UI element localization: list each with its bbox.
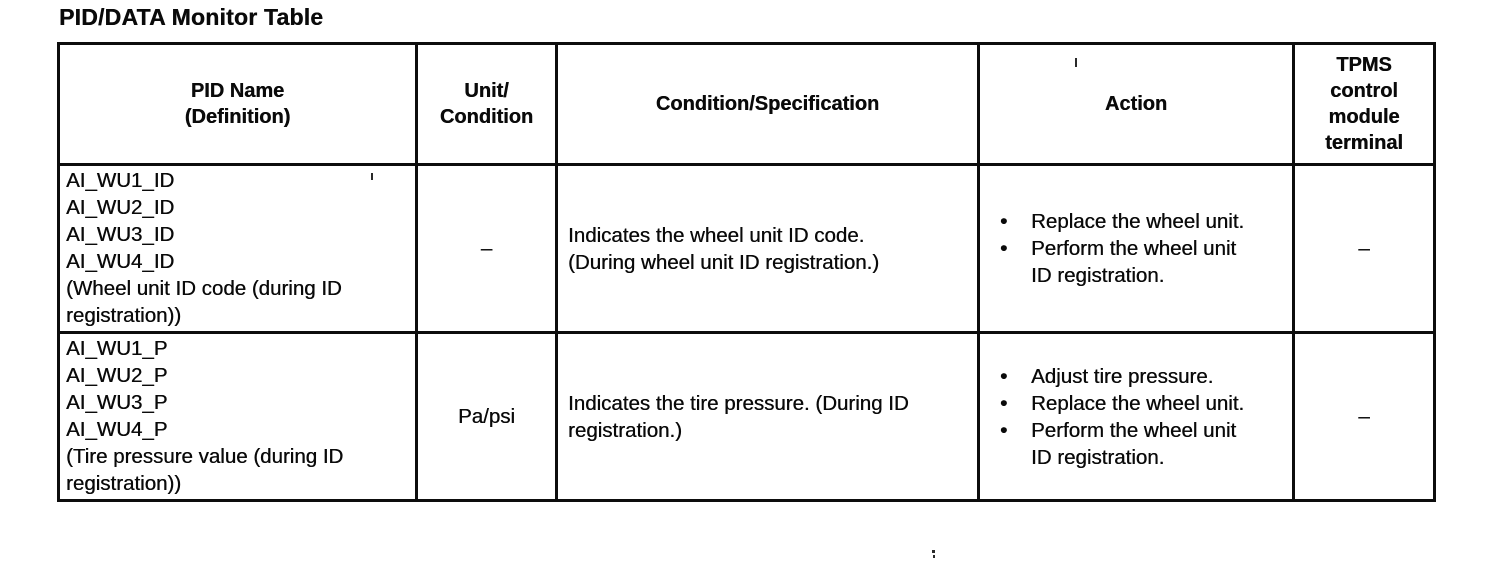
pid-data-monitor-table: PID Name (Definition) Unit/ Condition Co… xyxy=(57,42,1436,502)
pid-code: AI_WU4_P xyxy=(66,418,168,441)
col-header-condition-specification: Condition/Specification xyxy=(555,42,980,166)
pid-code: AI_WU3_P xyxy=(66,391,168,414)
cell-unit-condition: – xyxy=(415,163,558,334)
cell-pid-name: AI_WU1_ID AI_WU2_ID AI_WU3_ID AI_WU4_ID … xyxy=(57,163,418,334)
pid-code: AI_WU1_ID xyxy=(66,169,175,192)
cell-pid-name: AI_WU1_P AI_WU2_P AI_WU3_P AI_WU4_P (Tir… xyxy=(57,331,418,502)
action-item: • Replace the wheel unit. xyxy=(1000,208,1288,235)
cell-tpms-terminal: – xyxy=(1292,331,1436,502)
cell-condition-specification: Indicates the wheel unit ID code. (Durin… xyxy=(555,163,980,334)
header-row: PID Name (Definition) Unit/ Condition Co… xyxy=(57,42,1436,166)
cell-unit-condition: Pa/psi xyxy=(415,331,558,502)
pid-code: AI_WU4_ID xyxy=(66,250,175,273)
bullet-icon: • xyxy=(1000,237,1008,260)
cell-tpms-terminal: – xyxy=(1292,163,1436,334)
cell-action: • Replace the wheel unit. • Perform the … xyxy=(977,163,1295,334)
action-text: Adjust tire pressure. xyxy=(1031,364,1214,388)
action-text: Perform the wheel unit ID registration. xyxy=(1031,418,1237,469)
col-header-unit-condition: Unit/ Condition xyxy=(415,42,558,166)
page-title: PID/DATA Monitor Table xyxy=(59,4,324,30)
action-item: • Perform the wheel unit ID registration… xyxy=(1000,417,1288,471)
pid-code: AI_WU2_ID xyxy=(66,196,175,219)
action-item: • Adjust tire pressure. xyxy=(1000,363,1288,390)
bullet-icon: • xyxy=(1000,418,1008,442)
bullet-icon: • xyxy=(1000,364,1008,388)
scan-artifact xyxy=(1075,58,1077,67)
action-text: Perform the wheel unit ID registration. xyxy=(1031,237,1237,287)
bullet-icon: • xyxy=(1000,210,1008,233)
action-text: Replace the wheel unit. xyxy=(1031,391,1245,415)
table-row: AI_WU1_ID AI_WU2_ID AI_WU3_ID AI_WU4_ID … xyxy=(57,163,1436,334)
scan-artifact xyxy=(933,555,935,558)
pid-definition: (Wheel unit ID code (during ID registrat… xyxy=(66,277,342,327)
pid-code: AI_WU3_ID xyxy=(66,223,175,246)
scan-artifact xyxy=(371,173,373,180)
col-header-tpms-terminal: TPMS control module terminal xyxy=(1292,42,1436,166)
pid-definition: (Tire pressure value (during ID registra… xyxy=(66,445,344,495)
pid-code: AI_WU2_P xyxy=(66,364,168,387)
table-row: AI_WU1_P AI_WU2_P AI_WU3_P AI_WU4_P (Tir… xyxy=(57,331,1436,502)
pid-code: AI_WU1_P xyxy=(66,337,168,360)
action-text: Replace the wheel unit. xyxy=(1031,210,1245,233)
action-item: • Perform the wheel unit ID registration… xyxy=(1000,235,1288,289)
bullet-icon: • xyxy=(1000,391,1008,415)
col-header-action: Action xyxy=(977,42,1295,166)
col-header-pid-name: PID Name (Definition) xyxy=(57,42,418,166)
cell-action: • Adjust tire pressure. • Replace the wh… xyxy=(977,331,1295,502)
scan-artifact xyxy=(932,550,935,553)
cell-condition-specification: Indicates the tire pressure. (During ID … xyxy=(555,331,980,502)
action-item: • Replace the wheel unit. xyxy=(1000,390,1288,417)
